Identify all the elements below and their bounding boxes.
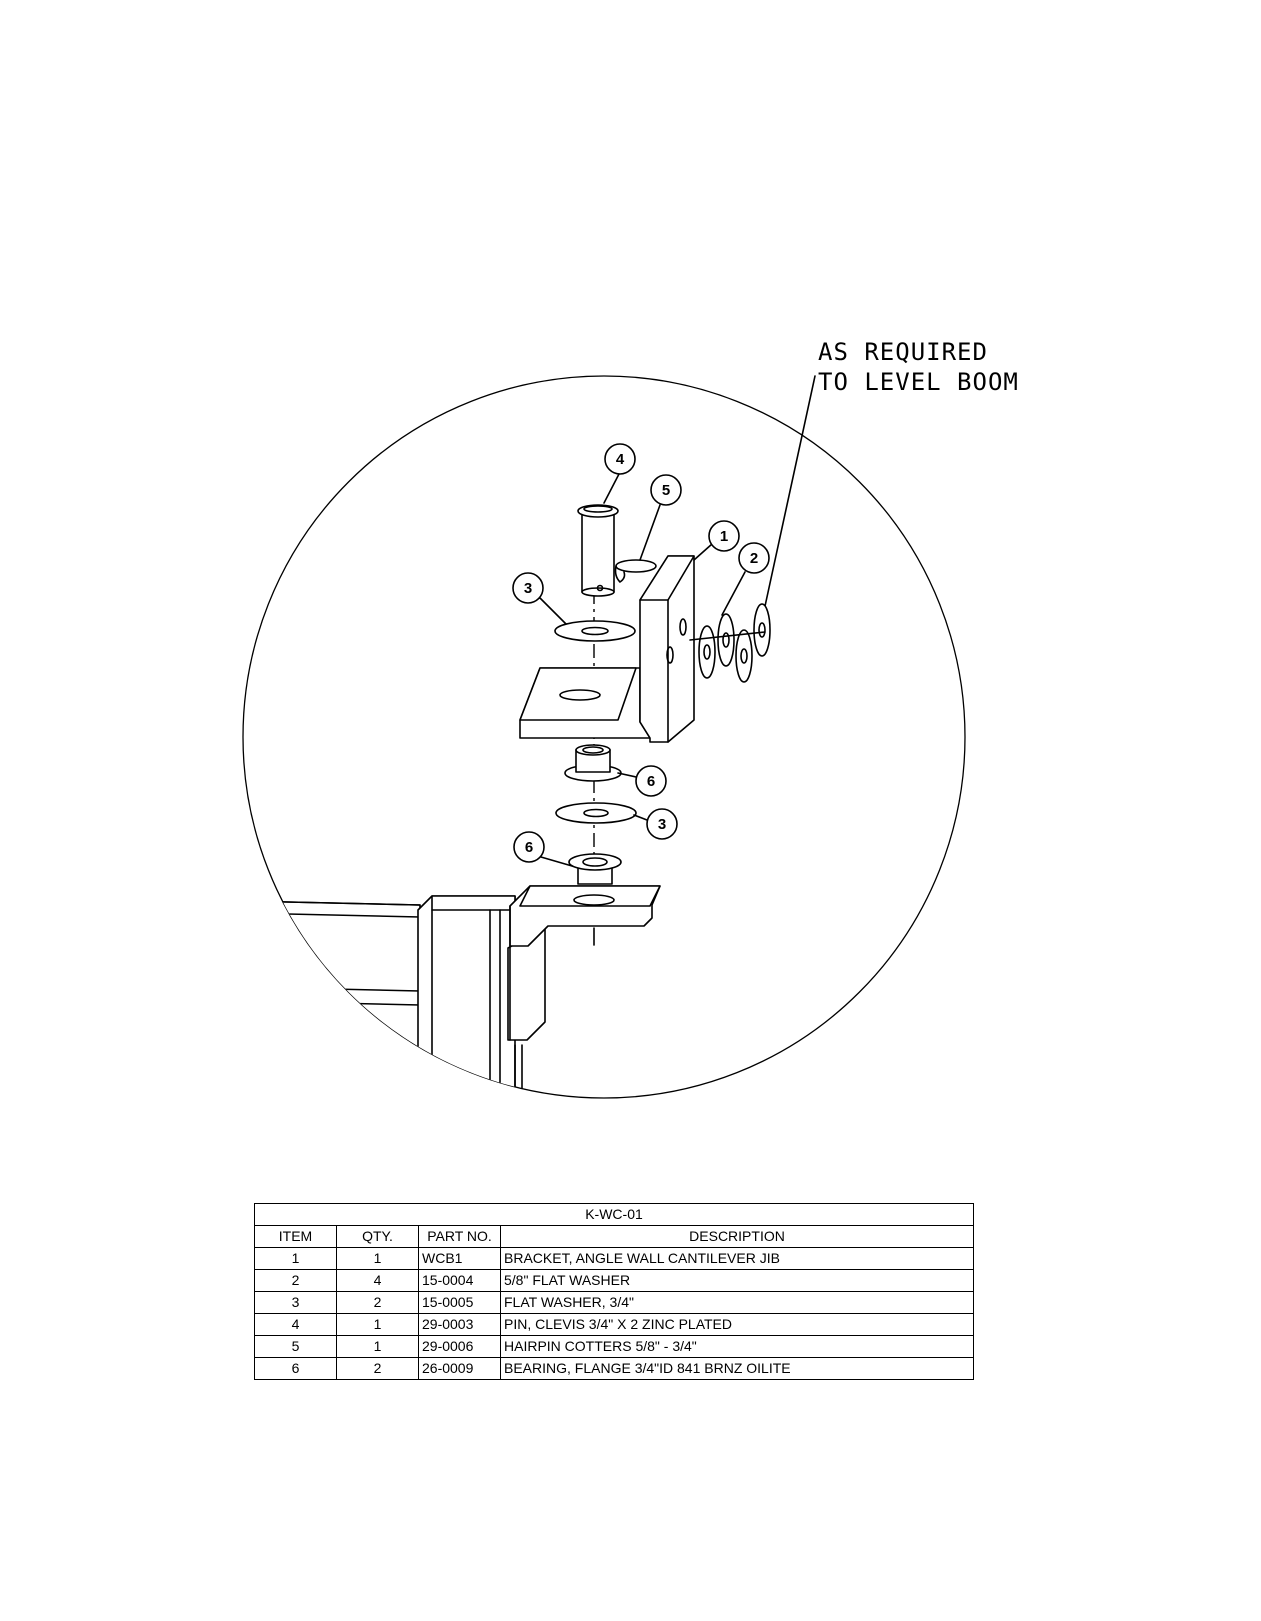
bom-title-row: K-WC-01 — [254, 1203, 974, 1226]
svg-text:4: 4 — [616, 451, 625, 468]
bom-header-row: ITEM QTY. PART NO. DESCRIPTION — [254, 1225, 974, 1248]
svg-text:3: 3 — [524, 580, 532, 597]
svg-text:1: 1 — [720, 528, 728, 545]
table-row: 3 2 15-0005 FLAT WASHER, 3/4" — [254, 1291, 974, 1314]
svg-text:3: 3 — [658, 816, 666, 833]
cell-item: 2 — [254, 1269, 337, 1292]
cell-qty: 1 — [336, 1247, 419, 1270]
balloon-item-3-upper: 3 — [512, 572, 567, 625]
bill-of-materials-table: K-WC-01 ITEM QTY. PART NO. DESCRIPTION 1… — [254, 1203, 974, 1380]
header-qty: QTY. — [336, 1225, 419, 1248]
balloon-item-6-lower: 6 — [513, 831, 573, 867]
bearing-lower — [568, 853, 622, 885]
callout-line-1: AS REQUIRED — [818, 338, 988, 366]
svg-text:6: 6 — [525, 839, 533, 856]
angle-bracket — [519, 555, 695, 743]
svg-text:6: 6 — [647, 773, 655, 790]
cell-part-no: 26-0009 — [418, 1357, 501, 1380]
cell-description: PIN, CLEVIS 3/4" X 2 ZINC PLATED — [500, 1313, 974, 1336]
shim-washers — [689, 603, 771, 683]
cell-qty: 1 — [336, 1335, 419, 1358]
cell-item: 6 — [254, 1357, 337, 1380]
table-row: 2 4 15-0004 5/8" FLAT WASHER — [254, 1269, 974, 1292]
cell-item: 3 — [254, 1291, 337, 1314]
cell-qty: 1 — [336, 1313, 419, 1336]
callout-line-2: TO LEVEL BOOM — [818, 368, 1019, 396]
mast-bracket — [507, 885, 661, 1041]
clevis-pin — [577, 504, 619, 597]
cell-part-no: WCB1 — [418, 1247, 501, 1270]
mast-frame — [243, 895, 523, 1098]
balloon-item-5: 5 — [639, 474, 682, 561]
cell-description: HAIRPIN COTTERS 5/8" - 3/4" — [500, 1335, 974, 1358]
cell-part-no: 29-0003 — [418, 1313, 501, 1336]
balloon-item-4: 4 — [603, 443, 636, 504]
cell-part-no: 15-0005 — [418, 1291, 501, 1314]
table-row: 6 2 26-0009 BEARING, FLANGE 3/4"ID 841 B… — [254, 1357, 974, 1380]
balloon-item-3-lower: 3 — [633, 808, 678, 840]
svg-text:5: 5 — [662, 482, 670, 499]
cell-description: BRACKET, ANGLE WALL CANTILEVER JIB — [500, 1247, 974, 1270]
cell-description: 5/8" FLAT WASHER — [500, 1269, 974, 1292]
table-row: 4 1 29-0003 PIN, CLEVIS 3/4" X 2 ZINC PL… — [254, 1313, 974, 1336]
svg-text:2: 2 — [750, 550, 758, 567]
cell-qty: 2 — [336, 1357, 419, 1380]
balloon-item-1: 1 — [693, 520, 740, 561]
cell-part-no: 15-0004 — [418, 1269, 501, 1292]
cell-description: FLAT WASHER, 3/4" — [500, 1291, 974, 1314]
header-item: ITEM — [254, 1225, 337, 1248]
hairpin-cotter — [614, 559, 657, 583]
header-part-no: PART NO. — [418, 1225, 501, 1248]
cell-item: 1 — [254, 1247, 337, 1270]
cell-description: BEARING, FLANGE 3/4"ID 841 BRNZ OILITE — [500, 1357, 974, 1380]
bearing-upper — [564, 744, 622, 782]
cell-part-no: 29-0006 — [418, 1335, 501, 1358]
table-row: 1 1 WCB1 BRACKET, ANGLE WALL CANTILEVER … — [254, 1247, 974, 1270]
balloon-item-2: 2 — [721, 542, 770, 616]
header-description: DESCRIPTION — [500, 1225, 974, 1248]
washer-upper — [554, 620, 636, 642]
balloon-item-6-upper: 6 — [617, 765, 667, 797]
cell-qty: 4 — [336, 1269, 419, 1292]
cell-qty: 2 — [336, 1291, 419, 1314]
detail-circle — [242, 375, 966, 1099]
washer-lower — [555, 802, 637, 824]
table-row: 5 1 29-0006 HAIRPIN COTTERS 5/8" - 3/4" — [254, 1335, 974, 1358]
cell-item: 5 — [254, 1335, 337, 1358]
bom-title: K-WC-01 — [254, 1203, 974, 1226]
callout-leader — [761, 375, 816, 621]
cell-item: 4 — [254, 1313, 337, 1336]
